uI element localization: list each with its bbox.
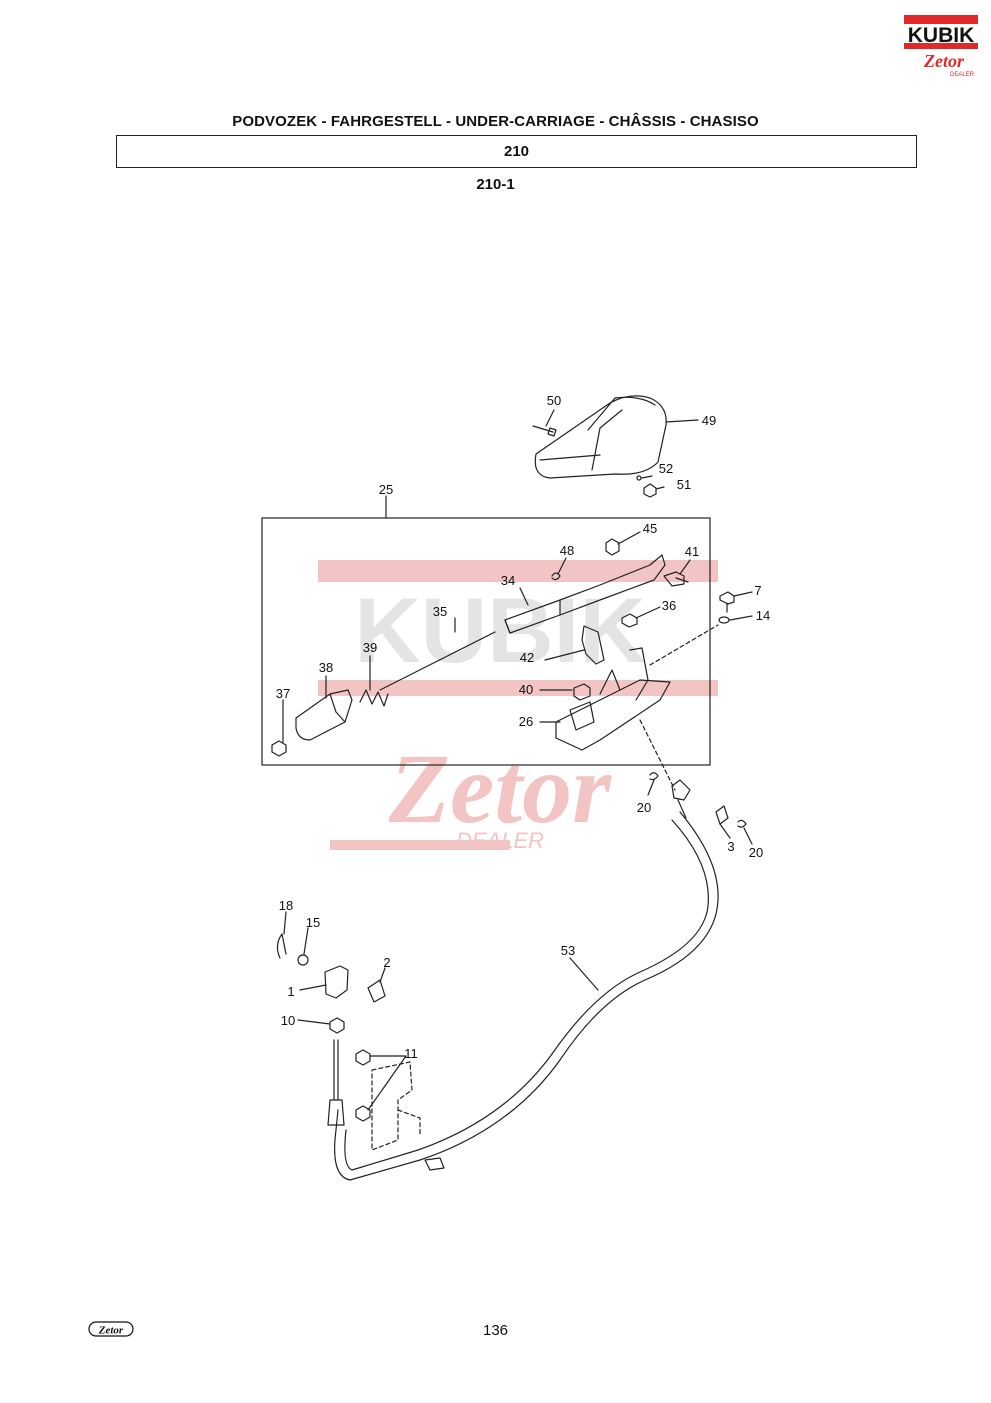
washer-part-52	[636, 475, 642, 481]
page-number: 136	[482, 1322, 509, 1339]
callout-39: 39	[363, 640, 377, 655]
clevis-part-1	[324, 965, 349, 999]
callout-25: 25	[379, 482, 393, 497]
clip-part-20-a	[649, 772, 659, 781]
nut-part-37	[271, 740, 287, 757]
clip-part-20-b	[737, 819, 747, 828]
rod-part	[379, 631, 496, 691]
callout-38: 38	[319, 660, 333, 675]
group-number: 210	[503, 143, 530, 160]
nut-part-45	[605, 538, 620, 556]
callout-15: 15	[306, 915, 320, 930]
watermark-zetor: Zetor	[388, 733, 612, 844]
split-pin-part-18	[276, 933, 287, 959]
callout-14: 14	[756, 608, 770, 623]
callout-41: 41	[685, 544, 699, 559]
zetor-logo-text: Zetor	[923, 51, 965, 71]
callout-37: 37	[276, 686, 290, 701]
footer-logo-text: Zetor	[98, 1325, 124, 1337]
callout-53: 53	[561, 943, 575, 958]
block-part	[573, 683, 591, 701]
callout-50: 50	[547, 393, 561, 408]
callout-45: 45	[643, 521, 657, 536]
callout-11: 11	[404, 1046, 418, 1061]
callout-18: 18	[279, 898, 293, 913]
callout-26: 26	[519, 714, 533, 729]
nut-part-10	[329, 1017, 345, 1034]
callout-34: 34	[501, 573, 515, 588]
callout-40: 40	[519, 682, 533, 697]
base-plate-part	[555, 679, 671, 751]
callout-36: 36	[662, 598, 676, 613]
kubik-logo-text: KUBIK	[908, 24, 975, 47]
nut-part-51	[643, 483, 657, 498]
callout-51: 51	[677, 477, 691, 492]
zetor-footer-logo: Zetor	[88, 1321, 134, 1337]
screw-part-50	[532, 425, 557, 437]
bolt-part-41	[663, 571, 689, 587]
callout-35: 35	[433, 604, 447, 619]
kubik-zetor-logo: KUBIK Zetor DEALER	[904, 15, 978, 78]
dealer-logo-text: DEALER	[950, 72, 975, 78]
callout-1: 1	[287, 984, 294, 999]
callout-52: 52	[659, 461, 673, 476]
clevis-part	[295, 689, 353, 741]
bolt-part-7	[719, 591, 735, 613]
handle-grip-part	[534, 395, 667, 479]
mounting-bracket	[371, 1061, 421, 1151]
callout-49: 49	[702, 413, 716, 428]
lever-bar-part	[504, 554, 666, 634]
washer-part-14	[718, 616, 730, 624]
watermark-dealer: DEALER	[456, 828, 544, 853]
bolt-part-36	[621, 613, 638, 628]
nut-part-11-b	[355, 1105, 371, 1122]
callout-3: 3	[727, 839, 734, 854]
bracket-part	[581, 625, 605, 665]
callout-20-a: 20	[637, 800, 651, 815]
pin-part-2	[367, 979, 386, 1003]
pin-part-3	[715, 805, 729, 825]
callout-10: 10	[281, 1013, 295, 1028]
cable-part	[334, 811, 719, 1181]
callout-2: 2	[383, 955, 390, 970]
spring-part	[359, 689, 389, 707]
assembly-frame	[261, 517, 711, 766]
watermark-kubik: KUBIK	[354, 580, 645, 682]
callout-20-b: 20	[749, 845, 763, 860]
nut-part-11-a	[355, 1049, 371, 1066]
clip-part-48	[551, 572, 561, 581]
subgroup-number: 210-1	[476, 176, 515, 193]
page-title: PODVOZEK - FAHRGESTELL - UNDER-CARRIAGE …	[232, 113, 759, 130]
washer-part-15	[297, 954, 309, 966]
callout-48: 48	[560, 543, 574, 558]
watermark: KUBIK Zetor DEALER	[318, 560, 718, 853]
callout-42: 42	[520, 650, 534, 665]
callout-7: 7	[754, 583, 761, 598]
group-number-box: 210	[116, 135, 917, 168]
